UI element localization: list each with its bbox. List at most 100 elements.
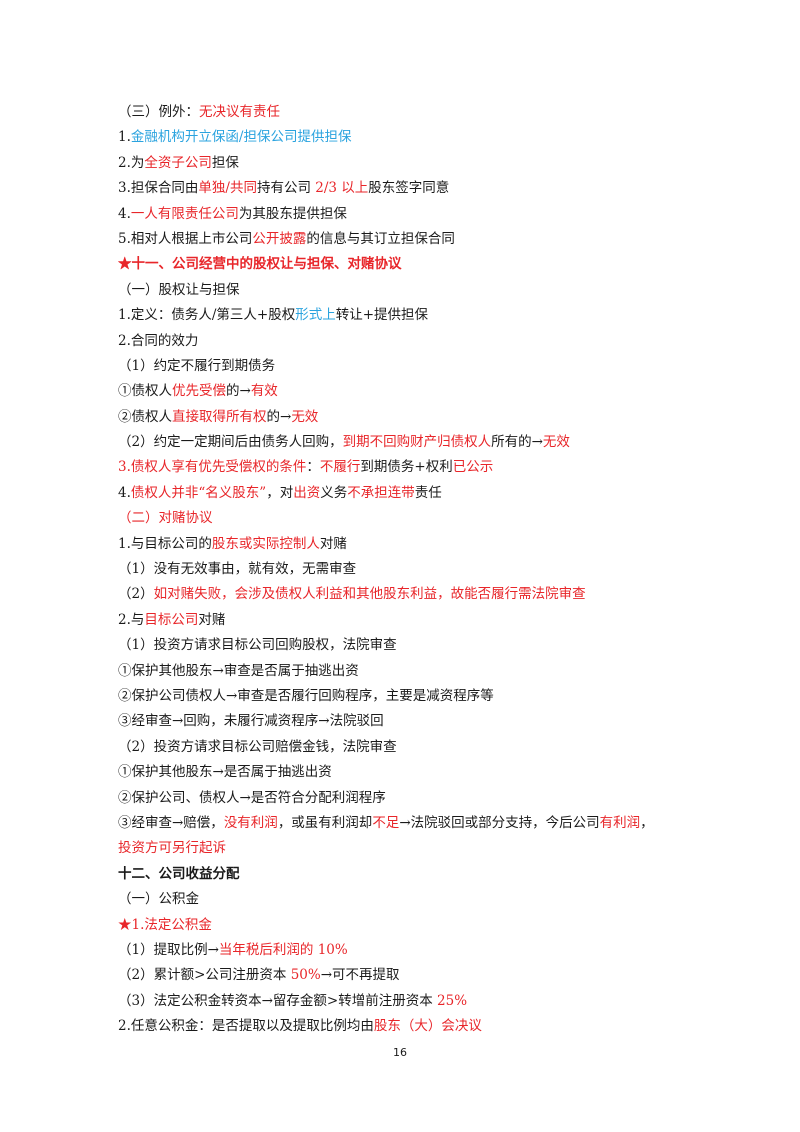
- text-segment: （3）法定公积金转资本→留存金额>转增前注册资本: [118, 992, 438, 1009]
- text-segment: 为其股东提供担保: [238, 205, 347, 222]
- text-segment: 十二、公司收益分配: [118, 865, 240, 882]
- text-segment: 2.合同的效力: [118, 332, 199, 349]
- highlighted-text-red: 一人有限责任公司: [130, 205, 239, 222]
- highlighted-text-red: 25%: [437, 992, 468, 1009]
- highlighted-text-red: 无决议有责任: [199, 104, 280, 120]
- text-line: （三）例外：无决议有责任: [118, 100, 698, 125]
- text-line: 2.合同的效力: [118, 329, 698, 354]
- text-segment: ，: [640, 814, 654, 831]
- highlighted-text-red: 目标公司: [144, 611, 199, 628]
- highlighted-text-red: 到期不回购财产归债权人: [342, 434, 492, 451]
- text-line: （1）没有无效事由，就有效，无需审查: [118, 557, 698, 582]
- text-segment: ③经审查→赔偿，: [118, 814, 224, 831]
- highlighted-text-red: 不履行: [319, 459, 361, 476]
- text-segment: 到期债务+权利: [360, 459, 453, 476]
- highlighted-text-red: 有利润: [599, 814, 641, 831]
- text-segment: 4.: [118, 205, 131, 222]
- highlighted-text-red: 没有利润: [223, 814, 278, 831]
- text-segment: （2）投资方请求目标公司赔偿金钱，法院审查: [118, 738, 397, 755]
- text-line: （一）公积金: [118, 887, 698, 912]
- text-segment: 转让+提供担保: [335, 307, 429, 324]
- highlighted-text-red: 无效: [291, 408, 319, 425]
- text-segment: ，对: [266, 484, 294, 501]
- text-segment: →法院驳回或部分支持，今后公司: [399, 814, 600, 831]
- highlighted-text-red: 全资子公司: [144, 154, 212, 171]
- text-line: ①保护其他股东→是否属于抽逃出资: [118, 760, 698, 785]
- highlighted-text-blue: 金融机构开立保函/担保公司提供担保: [130, 129, 352, 146]
- highlighted-text-red: （二）对赌协议: [118, 510, 213, 527]
- highlighted-text-red: 已公示: [452, 459, 494, 476]
- text-line: （二）对赌协议: [118, 506, 698, 531]
- text-segment: 4.: [118, 484, 131, 501]
- text-line: 3.担保合同由单独/共同持有公司 2/3 以上股东签字同意: [118, 176, 698, 201]
- text-segment: （1）没有无效事由，就有效，无需审查: [118, 561, 357, 578]
- text-line: （2）投资方请求目标公司赔偿金钱，法院审查: [118, 735, 698, 760]
- text-line: ★1.法定公积金: [118, 913, 698, 938]
- text-segment: （一）股权让与担保: [118, 281, 240, 298]
- text-segment: ，或虽有利润却: [277, 814, 373, 831]
- text-line: （1）投资方请求目标公司回购股权，法院审查: [118, 633, 698, 658]
- text-line: 1.定义：债务人/第三人+股权形式上转让+提供担保: [118, 303, 698, 328]
- text-line: 5.相对人根据上市公司公开披露的信息与其订立担保合同: [118, 227, 698, 252]
- text-segment: ①债权人: [118, 383, 172, 400]
- highlighted-text-blue: 形式上: [295, 307, 336, 324]
- text-segment: ②债权人: [118, 408, 172, 425]
- text-line: 1.金融机构开立保函/担保公司提供担保: [118, 125, 698, 150]
- text-line: 2.为全资子公司担保: [118, 151, 698, 176]
- highlighted-text-red: 公开披露: [252, 230, 307, 247]
- text-segment: →可不再提取: [320, 967, 400, 984]
- highlighted-text-red: 当年税后利润的 10%: [218, 941, 348, 958]
- text-segment: ①保护其他股东→是否属于抽逃出资: [118, 764, 332, 781]
- section-heading: ★十一、公司经营中的股权让与担保、对赌协议: [118, 252, 698, 277]
- highlighted-text-red: 投资方可另行起诉: [118, 840, 226, 857]
- text-segment: 的→: [226, 383, 251, 400]
- text-segment: ②保护公司债权人→审查是否履行回购程序，主要是减资程序等: [118, 687, 494, 704]
- text-line: 2.任意公积金：是否提取以及提取比例均由股东（大）会决议: [118, 1014, 698, 1039]
- text-segment: ②保护公司、债权人→是否符合分配利润程序: [118, 789, 386, 806]
- text-segment: 1.与目标公司的: [118, 535, 212, 552]
- text-segment: ③经审查→回购，未履行减资程序→法院驳回: [118, 713, 384, 730]
- text-line: （1）约定不履行到期债务: [118, 354, 698, 379]
- text-segment: 对赌: [198, 611, 226, 628]
- highlighted-text-red: 出资: [293, 484, 321, 501]
- text-line: ③经审查→回购，未履行减资程序→法院驳回: [118, 709, 698, 734]
- page-number: 16: [393, 1046, 407, 1059]
- text-segment: （三）例外：: [118, 104, 199, 120]
- text-segment: 股东签字同意: [368, 180, 450, 197]
- text-segment: 2.为: [118, 154, 145, 171]
- text-segment: 5.相对人根据上市公司: [118, 230, 253, 247]
- text-line: ①保护其他股东→审查是否属于抽逃出资: [118, 659, 698, 684]
- text-line: （1）提取比例→当年税后利润的 10%: [118, 938, 698, 963]
- text-line: 2.与目标公司对赌: [118, 608, 698, 633]
- highlighted-text-red: 50%: [290, 967, 321, 984]
- text-segment: 责任: [414, 484, 442, 501]
- highlighted-text-red: 股东或实际控制人: [211, 535, 320, 552]
- text-segment: （一）公积金: [118, 891, 199, 908]
- text-segment: （2）: [118, 586, 154, 603]
- text-segment: 持有公司: [256, 180, 316, 197]
- text-segment: 担保: [211, 154, 239, 171]
- text-segment: 对赌: [319, 535, 347, 552]
- highlighted-text-red: 不承担连带: [347, 484, 415, 501]
- highlighted-text-red: 股东（大）会决议: [373, 1018, 482, 1035]
- text-segment: 所有的→: [491, 434, 543, 451]
- text-segment: 1.: [118, 129, 131, 146]
- highlighted-text-red: 有效: [250, 383, 278, 400]
- text-line: 1.与目标公司的股东或实际控制人对赌: [118, 532, 698, 557]
- highlighted-text-red: ★十一、公司经营中的股权让与担保、对赌协议: [118, 256, 402, 273]
- highlighted-text-red: 单独/共同: [198, 180, 257, 197]
- text-segment: （2）累计额>公司注册资本: [118, 967, 291, 984]
- highlighted-text-red: 2/3 以上: [315, 180, 369, 197]
- text-segment: 2.任意公积金：是否提取以及提取比例均由: [118, 1018, 374, 1035]
- text-line: ②保护公司、债权人→是否符合分配利润程序: [118, 786, 698, 811]
- text-line: ③经审查→赔偿，没有利润，或虽有利润却不足→法院驳回或部分支持，今后公司有利润，: [118, 811, 698, 836]
- text-line: ②债权人直接取得所有权的→无效: [118, 405, 698, 430]
- text-segment: 1.定义：债务人/第三人+股权: [118, 307, 296, 324]
- text-line: （3）法定公积金转资本→留存金额>转增前注册资本 25%: [118, 989, 698, 1014]
- highlighted-text-red: 如对赌失败，会涉及债权人利益和其他股东利益，故能否履行需法院审查: [153, 586, 586, 603]
- text-segment: （1）约定不履行到期债务: [118, 357, 276, 374]
- text-segment: 的信息与其订立担保合同: [306, 230, 455, 247]
- text-segment: 2.与: [118, 611, 145, 628]
